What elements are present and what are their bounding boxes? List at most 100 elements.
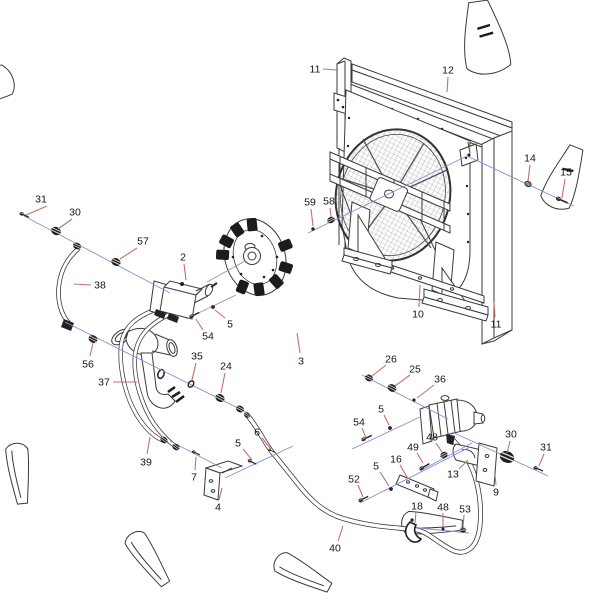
screw-36 (412, 398, 416, 402)
right-frame-channel (481, 130, 513, 345)
callout-label-10: 10 (412, 309, 424, 321)
fan-blade (5, 442, 30, 505)
callout-label-3: 3 (298, 356, 304, 368)
nut-25 (385, 382, 399, 394)
callout-leader-24 (220, 372, 226, 394)
callout-label-15: 15 (560, 167, 572, 179)
assembly-axis-line (451, 431, 549, 477)
bolt-5 (389, 487, 393, 491)
callout-leader-59 (310, 208, 314, 227)
callout-label-30: 30 (505, 429, 517, 441)
callout-leader-35 (191, 362, 197, 381)
callout-label-25: 25 (409, 364, 421, 376)
callout-leader-38 (73, 283, 92, 286)
callout-label-5: 5 (227, 319, 233, 331)
callout-leader-9 (494, 474, 497, 486)
mount-bar-16 (395, 474, 439, 502)
callout-leader-15 (561, 178, 566, 199)
callout-label-58: 58 (323, 196, 335, 208)
callout-leader-25 (394, 374, 411, 387)
callout-leader-54 (361, 427, 367, 439)
hose-39 (132, 312, 178, 449)
pump-motor (419, 395, 486, 445)
callout-label-5: 5 (378, 404, 384, 416)
hose-clamp-18 (404, 518, 423, 543)
callout-label-2: 2 (180, 252, 186, 264)
callout-leader-39 (146, 436, 151, 455)
callout-leader-6 (261, 437, 272, 450)
callout-leader-3 (296, 332, 301, 354)
callout-leader-30 (506, 440, 511, 454)
callout-leader-4 (218, 487, 223, 501)
callout-label-39: 39 (140, 457, 152, 469)
upper-rail (347, 63, 513, 155)
hose-37 (118, 306, 165, 443)
callout-label-5: 5 (373, 461, 379, 473)
washer-14 (523, 179, 533, 189)
assembly-axis-line (359, 446, 471, 504)
callout-leader-56 (89, 342, 94, 357)
callout-label-54: 54 (353, 417, 365, 429)
callout-leader-52 (357, 484, 364, 498)
callout-leader-2 (183, 263, 187, 281)
callout-label-5: 5 (235, 438, 241, 450)
hose-38 (56, 246, 81, 331)
callout-label-56: 56 (82, 359, 94, 371)
callout-leader-10 (418, 284, 421, 308)
callout-label-35: 35 (191, 351, 203, 363)
callout-leader-54 (195, 318, 204, 331)
callout-leader-49 (416, 452, 424, 464)
bolt-5 (211, 305, 215, 309)
screw-48 (441, 527, 445, 531)
fan-blade (273, 552, 333, 593)
support-legs-and-feet (341, 201, 489, 322)
nut-53 (459, 527, 467, 533)
callout-label-13: 13 (447, 469, 459, 481)
callout-leader-30 (57, 218, 73, 230)
callout-leader-18 (414, 511, 417, 524)
mount-plate-9 (475, 442, 498, 487)
callout-label-59: 59 (304, 197, 316, 209)
callout-label-48: 48 (437, 502, 449, 514)
oring-35 (186, 379, 196, 389)
radiator-assembly (329, 57, 513, 345)
callout-leader-57 (119, 247, 138, 260)
tube-assembly (111, 328, 185, 409)
callout-label-4: 4 (215, 502, 221, 514)
hose-ferrule (234, 403, 246, 415)
mount-bracket-4 (203, 460, 244, 501)
hose-ferrule (71, 240, 83, 252)
fan-blade (464, 0, 512, 75)
callout-label-53: 53 (459, 504, 471, 516)
callout-label-54: 54 (202, 331, 214, 343)
callout-leader-5 (383, 414, 390, 426)
callout-label-37: 37 (98, 377, 110, 389)
callout-label-31: 31 (35, 194, 47, 206)
fan-blade (540, 144, 584, 210)
assembly-axis-line (224, 445, 294, 479)
callout-leader-48 (435, 442, 443, 453)
callout-leader-13 (458, 459, 469, 470)
callout-label-7: 7 (191, 472, 197, 484)
callout-leader-40 (337, 525, 344, 542)
callout-leader-31 (25, 205, 48, 216)
nut-24 (213, 392, 227, 404)
callout-leader-53 (462, 514, 465, 528)
callout-label-11: 11 (491, 319, 502, 331)
callout-label-16: 16 (390, 454, 402, 466)
callout-label-49: 49 (407, 442, 419, 454)
callout-label-12: 12 (442, 65, 454, 77)
assembly-axis-line (351, 416, 421, 450)
assembly-axis-line (23, 215, 171, 294)
callout-leader-58 (329, 207, 332, 218)
bolt-54 (359, 432, 374, 443)
callout-label-26: 26 (385, 354, 397, 366)
fan-spider-hub (215, 217, 293, 297)
assembly-axis-line (361, 374, 449, 420)
fan-blade (0, 64, 15, 109)
setscrew-59 (311, 227, 315, 231)
callout-label-11: 11 (310, 64, 321, 76)
